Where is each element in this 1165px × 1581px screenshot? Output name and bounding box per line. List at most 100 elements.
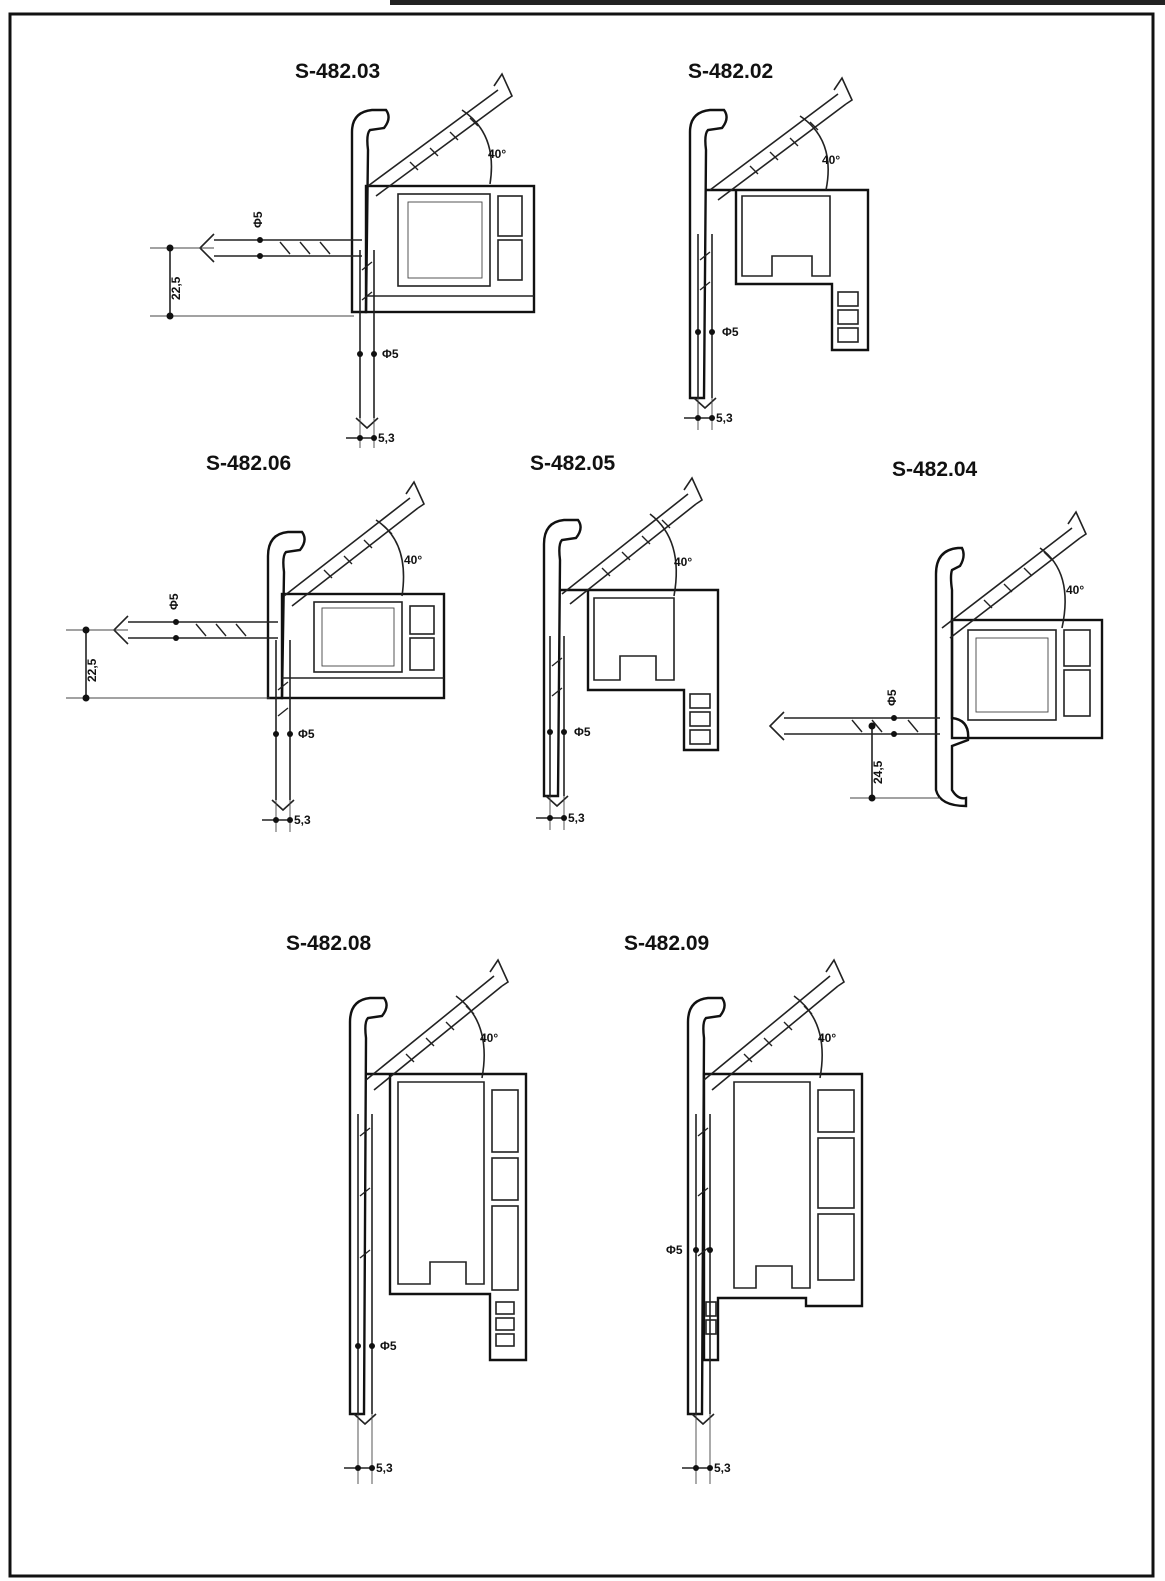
reinforcement <box>733 1081 811 1289</box>
dimension-dot <box>257 253 263 259</box>
dimension-label: 5,3 <box>568 811 585 825</box>
dimension-dot <box>369 1465 375 1471</box>
chamber <box>497 195 523 237</box>
sash-outline <box>706 188 870 352</box>
chamber <box>689 711 711 727</box>
bolt-label: Φ5 <box>666 1243 683 1257</box>
sash-outline <box>364 184 536 314</box>
dimension-dot <box>357 435 363 441</box>
chamber <box>497 239 523 281</box>
dimension-dot <box>693 1465 699 1471</box>
dimension-dot <box>868 794 876 802</box>
horizontal-screw <box>112 615 278 645</box>
dimension-dot <box>257 237 263 243</box>
angled-screw <box>367 72 514 197</box>
dimension-dot <box>82 626 90 634</box>
dimension-dot <box>287 731 293 737</box>
top-scan-edge <box>390 0 1165 5</box>
dimension-dot <box>287 817 293 823</box>
dimension-dot <box>891 731 897 737</box>
dimension-dot <box>357 351 363 357</box>
dimension-dot <box>695 329 701 335</box>
frame-outline <box>348 996 388 1416</box>
angle-arc <box>455 995 485 1079</box>
dimension-dot <box>166 312 174 320</box>
dimension-dot <box>891 715 897 721</box>
dimension-dot <box>355 1465 361 1471</box>
bolt-label: Φ5 <box>722 325 739 339</box>
horizontal-screw <box>768 711 940 741</box>
profile-s-482-03: S-482.03 40° Φ5 <box>150 60 536 448</box>
reinforcement-inner <box>975 637 1049 713</box>
angle-label: 40° <box>674 555 692 569</box>
horizontal-screw <box>198 233 362 263</box>
profile-title: S-482.06 <box>206 452 291 475</box>
page-frame <box>8 12 1155 1578</box>
sash-outline <box>950 618 1104 740</box>
dimension-dot <box>707 1465 713 1471</box>
chamber <box>1063 669 1091 717</box>
profile-s-482-08: S-482.08 40° Φ5 5,3 <box>286 932 528 1484</box>
angle-label: 40° <box>1066 583 1084 597</box>
frame-outline <box>266 530 306 700</box>
dimension-dot <box>355 1343 361 1349</box>
bolt-label: Φ5 <box>167 593 181 610</box>
vertical-screw <box>271 640 295 812</box>
dimension-label: 5,3 <box>714 1461 731 1475</box>
dimension-label: 5,3 <box>294 813 311 827</box>
dimension-dot <box>547 815 553 821</box>
angled-screw <box>703 958 846 1091</box>
chamber <box>817 1137 855 1209</box>
angle-label: 40° <box>480 1031 498 1045</box>
frame-outline <box>350 108 390 314</box>
profile-title: S-482.02 <box>688 60 773 83</box>
angle-label: 40° <box>818 1031 836 1045</box>
dimension-dot <box>547 729 553 735</box>
dimension-dot <box>82 694 90 702</box>
bolt-label: Φ5 <box>251 211 265 228</box>
chamber <box>491 1157 519 1201</box>
vertical-screw <box>353 1114 377 1426</box>
reinforcement-inner <box>321 607 395 667</box>
frame-outline <box>686 996 726 1416</box>
chamber <box>1063 629 1091 667</box>
dimension-dot <box>561 729 567 735</box>
angled-screw <box>941 510 1088 639</box>
angled-screw <box>283 480 426 607</box>
profile-title: S-482.05 <box>530 452 616 475</box>
dimension-label: 24,5 <box>871 760 885 784</box>
chamber <box>817 1213 855 1281</box>
sash-outline <box>702 1072 864 1362</box>
angle-arc <box>1039 547 1066 629</box>
dimension-label: 22,5 <box>85 658 99 682</box>
dimension-dot <box>273 817 279 823</box>
profile-title: S-482.08 <box>286 932 372 955</box>
dimension-dot <box>868 722 876 730</box>
dimension-dot <box>371 435 377 441</box>
profile-title: S-482.04 <box>892 458 978 481</box>
dimension-dot <box>273 731 279 737</box>
chamber <box>705 1301 717 1317</box>
chamber <box>491 1205 519 1291</box>
profile-s-482-06: S-482.06 40° Φ5 22,5 <box>66 452 446 832</box>
reinforcement <box>741 195 831 277</box>
dimension-dot <box>707 1247 713 1253</box>
angled-screw <box>709 76 854 201</box>
dimension-dot <box>709 415 715 421</box>
bolt-label: Φ5 <box>382 347 399 361</box>
chamber <box>491 1089 519 1153</box>
profile-s-482-04: S-482.04 40° Φ5 24,5 <box>768 458 1104 808</box>
chamber <box>689 693 711 709</box>
chamber <box>409 605 435 635</box>
angle-arc <box>793 995 823 1079</box>
chamber <box>495 1333 515 1347</box>
dimension-dot <box>371 351 377 357</box>
frame-outline <box>688 108 728 400</box>
angle-arc <box>799 115 829 191</box>
chamber <box>495 1317 515 1331</box>
reinforcement <box>967 629 1057 721</box>
angled-screw <box>561 476 704 605</box>
angle-arc <box>375 519 405 597</box>
chamber <box>837 309 859 325</box>
